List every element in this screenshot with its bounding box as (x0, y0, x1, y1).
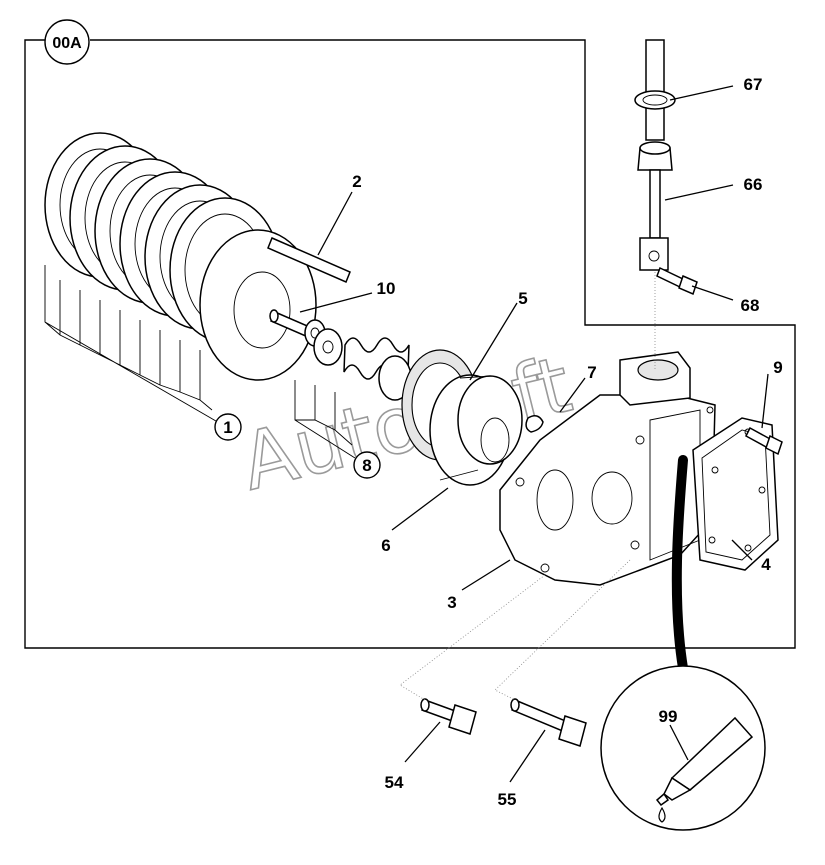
cover-bolt-part (745, 426, 783, 456)
leader-lines (299, 85, 769, 783)
pin-part (267, 237, 351, 283)
svg-text:1: 1 (223, 418, 232, 437)
clip-part (525, 415, 544, 433)
svg-text:6: 6 (381, 536, 390, 555)
callout-5: 5 (518, 289, 527, 308)
callout-4: 4 (761, 555, 771, 574)
svg-text:9: 9 (773, 358, 782, 377)
callout-66: 66 (744, 175, 763, 194)
callout-99: 99 (659, 707, 678, 726)
svg-text:67: 67 (744, 75, 763, 94)
sealant-tube-detail (600, 665, 766, 831)
callout-54: 54 (385, 773, 404, 792)
svg-text:54: 54 (385, 773, 404, 792)
callout-67: 67 (744, 75, 763, 94)
cable-assembly (634, 39, 698, 370)
callout-8: 8 (353, 451, 381, 479)
callout-55: 55 (498, 790, 517, 809)
callout-3: 3 (447, 593, 456, 612)
cover-plate-part (692, 417, 779, 571)
callout-2: 2 (352, 172, 361, 191)
pump-housing-part (499, 351, 716, 586)
svg-text:10: 10 (377, 279, 396, 298)
callout-1: 1 (214, 413, 242, 441)
svg-text:99: 99 (659, 707, 678, 726)
bolt-55-part (510, 698, 587, 747)
callout-7: 7 (587, 363, 596, 382)
section-badge-text: 00A (52, 35, 82, 52)
callout-6: 6 (381, 536, 390, 555)
sealant-bead (671, 455, 688, 673)
callout-9: 9 (773, 358, 782, 377)
svg-text:66: 66 (744, 175, 763, 194)
callout-68: 68 (741, 296, 760, 315)
svg-text:7: 7 (587, 363, 596, 382)
bolt-guide-lines (399, 559, 631, 701)
svg-text:5: 5 (518, 289, 527, 308)
svg-text:68: 68 (741, 296, 760, 315)
bolt-54-part (420, 698, 477, 735)
svg-text:4: 4 (761, 555, 771, 574)
callout-10: 10 (377, 279, 396, 298)
svg-text:55: 55 (498, 790, 517, 809)
svg-text:8: 8 (362, 456, 371, 475)
spring-and-washer-set (294, 319, 412, 459)
svg-text:3: 3 (447, 593, 456, 612)
clutch-disc-pack (44, 132, 317, 429)
svg-text:2: 2 (352, 172, 361, 191)
section-badge: 00A (44, 19, 90, 65)
assembly-frame (24, 39, 796, 649)
piston-hub-part (429, 374, 523, 486)
